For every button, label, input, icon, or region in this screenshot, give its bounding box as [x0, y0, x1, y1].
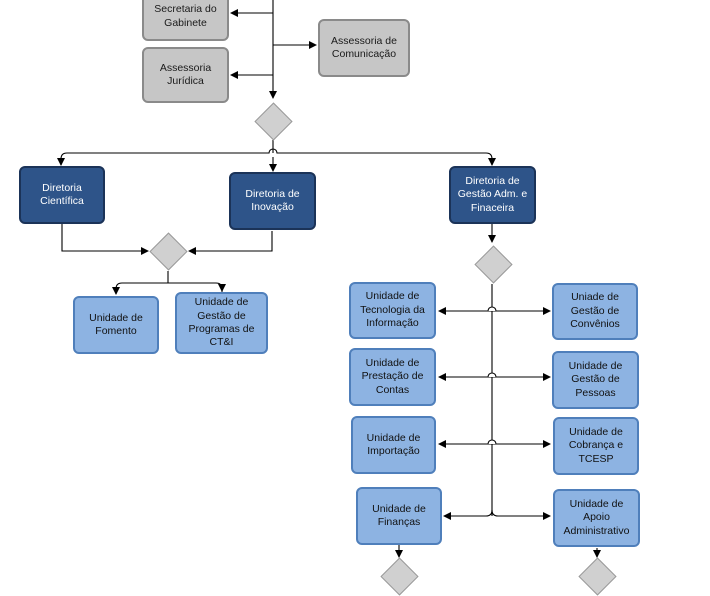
box-assessoria-juridica[interactable]: Assessoria Jurídica: [142, 47, 229, 103]
box-assessoria-comunicacao[interactable]: Assessoria de Comunicação: [318, 19, 410, 77]
box-unidade-financas[interactable]: Unidade de Finanças: [356, 487, 442, 545]
box-unidade-gestao-programas[interactable]: Unidade de Gestão de Programas de CT&I: [175, 292, 268, 354]
box-diretoria-inovacao[interactable]: Diretoria de Inovação: [229, 172, 316, 230]
box-unidade-convenios[interactable]: Uniade de Gestão de Convênios: [552, 283, 638, 340]
box-unidade-tecnologia[interactable]: Unidade de Tecnologia da Informação: [349, 282, 436, 339]
box-diretoria-gestao-adm[interactable]: Diretoria de Gestão Adm. e Finaceira: [449, 166, 536, 224]
box-unidade-apoio[interactable]: Unidade de Apoio Administrativo: [553, 489, 640, 547]
box-unidade-fomento[interactable]: Unidade de Fomento: [73, 296, 159, 354]
box-diretoria-cientifica[interactable]: Diretoria Científica: [19, 166, 105, 224]
box-unidade-importacao[interactable]: Unidade de Importação: [351, 416, 436, 474]
org-chart: Secretaria do Gabinete Assessoria de Com…: [19, 0, 640, 596]
box-unidade-pessoas[interactable]: Unidade de Gestão de Pessoas: [552, 351, 639, 409]
box-unidade-prestacao[interactable]: Unidade de Prestação de Contas: [349, 348, 436, 406]
box-secretaria-gabinete[interactable]: Secretaria do Gabinete: [142, 0, 229, 41]
connector-lines: [57, 0, 601, 558]
box-unidade-cobranca[interactable]: Unidade de Cobrança e TCESP: [553, 417, 639, 475]
